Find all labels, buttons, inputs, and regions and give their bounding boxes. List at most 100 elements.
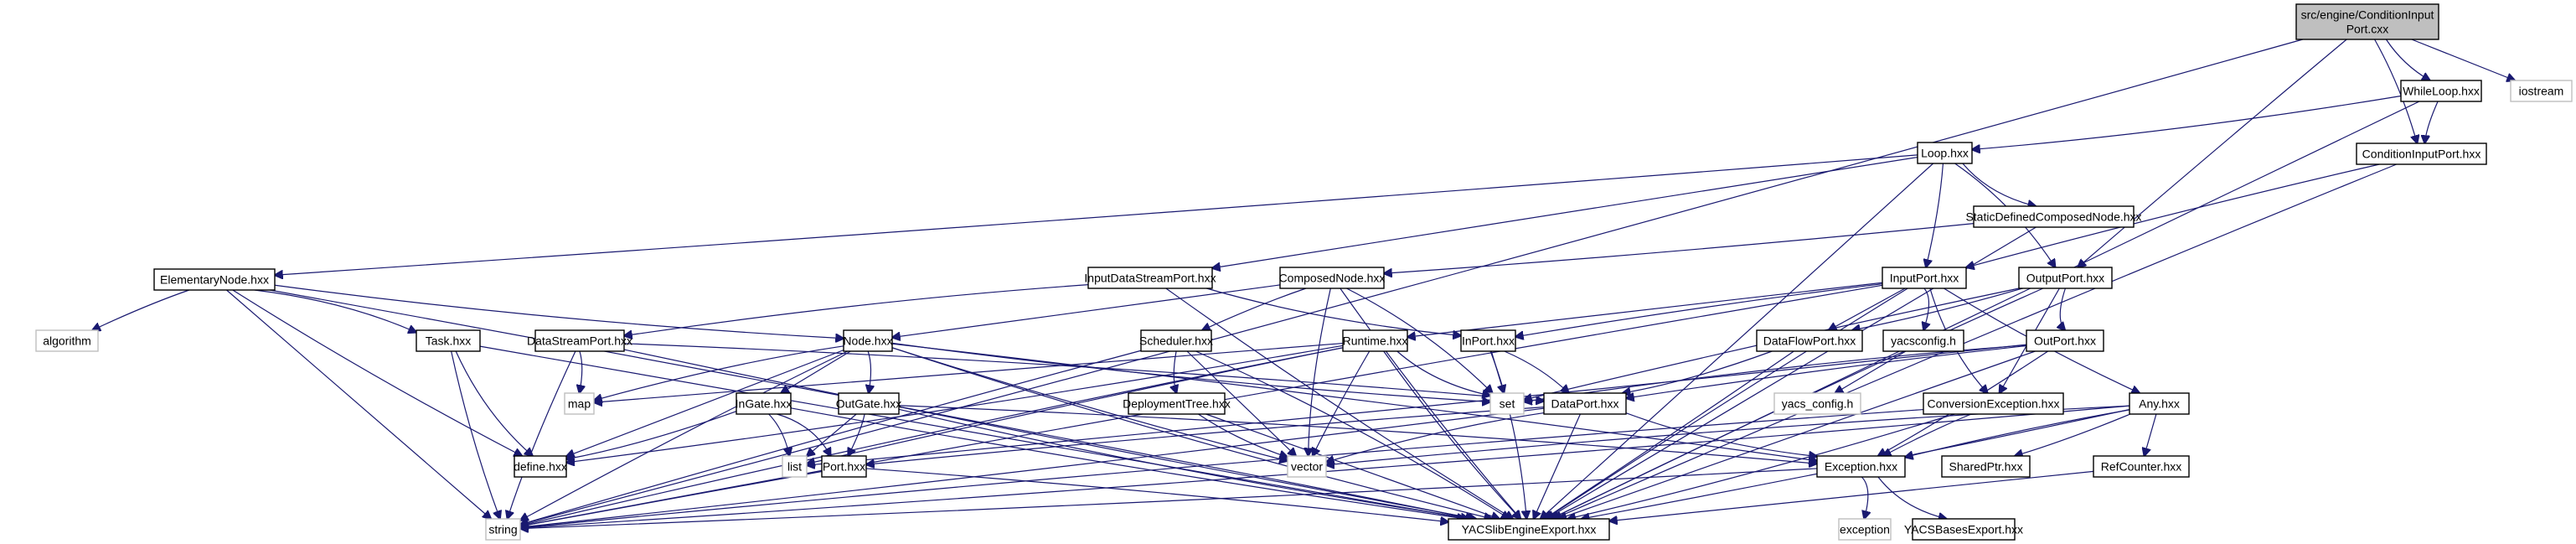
node-label: ComposedNode.hxx bbox=[1279, 272, 1386, 285]
node-Task[interactable]: Task.hxx bbox=[416, 329, 481, 352]
node-WhileLoop[interactable]: WhileLoop.hxx bbox=[2400, 80, 2482, 102]
edge-OutPort-to-DataPort bbox=[1626, 345, 2027, 399]
edge-OutPort-to-YACSlibEngineExport bbox=[1559, 350, 2036, 519]
node-ConditionInputPort[interactable]: ConditionInputPort.hxx bbox=[2356, 142, 2487, 165]
nodes: src/engine/ConditionInputPort.cxxWhileLo… bbox=[35, 3, 2573, 541]
node-box bbox=[2129, 392, 2190, 415]
node-exception: exception bbox=[1838, 518, 1892, 541]
edge-Loop-to-InputDataStreamPort bbox=[1212, 157, 1918, 268]
node-box bbox=[1140, 329, 1212, 352]
node-label: define.hxx bbox=[514, 460, 567, 474]
edge-Port-to-YACSlibEngineExport bbox=[865, 468, 1448, 522]
node-box bbox=[736, 392, 792, 415]
node-root[interactable]: src/engine/ConditionInputPort.cxx bbox=[2295, 3, 2439, 40]
edge-Runtime-to-map bbox=[594, 342, 1344, 403]
node-DataPort[interactable]: DataPort.hxx bbox=[1543, 392, 1627, 415]
node-string: string bbox=[485, 518, 521, 541]
node-yacsconfig[interactable]: yacsconfig.h bbox=[1882, 329, 1964, 352]
edge-ConversionException-to-string bbox=[520, 408, 1924, 528]
node-YACSBasesExport[interactable]: YACSBasesExport.hxx bbox=[1904, 518, 2023, 541]
edge-Exception-to-string bbox=[520, 468, 1818, 529]
node-Exception[interactable]: Exception.hxx bbox=[1816, 455, 1906, 478]
node-ComposedNode[interactable]: ComposedNode.hxx bbox=[1279, 267, 1386, 289]
edge-InPort-to-DataPort bbox=[1504, 350, 1569, 393]
edge-OutputPort-to-OutPort bbox=[2060, 288, 2065, 330]
node-DataStreamPort[interactable]: DataStreamPort.hxx bbox=[527, 329, 632, 352]
edge-Node-to-Exception bbox=[891, 343, 1817, 461]
edge-ElementaryNode-to-algorithm bbox=[92, 289, 190, 330]
node-OutGate[interactable]: OutGate.hxx bbox=[836, 392, 902, 415]
node-yacs_config: yacs_config.h bbox=[1773, 392, 1861, 415]
node-box bbox=[1882, 329, 1964, 352]
edge-DataPort-to-Port bbox=[866, 407, 1545, 465]
edge-WhileLoop-to-ConditionInputPort bbox=[2424, 101, 2439, 143]
node-define[interactable]: define.hxx bbox=[514, 455, 567, 478]
edge-ConversionException-to-Exception bbox=[1883, 413, 1972, 456]
edge-InputDataStreamPort-to-YACSlibEngineExport bbox=[1165, 288, 1513, 519]
edge-Exception-to-exception bbox=[1861, 476, 1868, 519]
edge-InputPort-to-YACSlibEngineExport bbox=[1546, 288, 1908, 519]
node-StaticDefinedComposedNode[interactable]: StaticDefinedComposedNode.hxx bbox=[1965, 205, 2142, 228]
node-InputDataStreamPort[interactable]: InputDataStreamPort.hxx bbox=[1084, 267, 1216, 289]
node-set: set bbox=[1489, 392, 1525, 415]
node-vector: vector bbox=[1287, 455, 1327, 478]
node-label: WhileLoop.hxx bbox=[2403, 85, 2480, 98]
node-label: DataPort.hxx bbox=[1551, 397, 1619, 411]
edge-InGate-to-Port bbox=[777, 413, 831, 456]
node-InPort[interactable]: InPort.hxx bbox=[1460, 329, 1516, 352]
node-ElementaryNode[interactable]: ElementaryNode.hxx bbox=[153, 268, 276, 291]
edge-ConditionInputPort-to-InputPort bbox=[1966, 163, 2380, 267]
edge-DataPort-to-vector bbox=[1326, 412, 1545, 463]
node-label: list bbox=[787, 460, 802, 474]
node-label: OutPort.hxx bbox=[2034, 334, 2096, 348]
node-label: RefCounter.hxx bbox=[2101, 460, 2182, 474]
edge-OutGate-to-Exception bbox=[898, 405, 1817, 464]
node-label: YACSBasesExport.hxx bbox=[1904, 523, 2023, 536]
edge-InGate-to-define bbox=[566, 411, 737, 459]
node-Scheduler[interactable]: Scheduler.hxx bbox=[1139, 329, 1213, 352]
edge-Node-to-YACSlibEngineExport bbox=[891, 347, 1492, 519]
edge-InputDataStreamPort-to-DataStreamPort bbox=[624, 284, 1089, 336]
node-box bbox=[1342, 329, 1408, 352]
node-InputPort[interactable]: InputPort.hxx bbox=[1882, 267, 1967, 289]
node-OutPort[interactable]: OutPort.hxx bbox=[2026, 329, 2104, 352]
node-label: Exception.hxx bbox=[1825, 460, 1897, 474]
node-DataFlowPort[interactable]: DataFlowPort.hxx bbox=[1756, 329, 1863, 352]
node-label: Task.hxx bbox=[426, 334, 471, 348]
node-box bbox=[2018, 267, 2113, 289]
node-SharedPtr[interactable]: SharedPtr.hxx bbox=[1941, 455, 2031, 478]
edge-ComposedNode-to-set bbox=[1346, 288, 1492, 393]
edge-Any-to-RefCounter bbox=[2145, 413, 2157, 456]
node-label: StaticDefinedComposedNode.hxx bbox=[1965, 210, 2141, 224]
edge-Node-to-string bbox=[520, 350, 849, 521]
node-DeploymentTree[interactable]: DeploymentTree.hxx bbox=[1123, 392, 1231, 415]
node-Node[interactable]: Node.hxx bbox=[843, 329, 893, 352]
node-iostream: iostream bbox=[2510, 80, 2573, 102]
edge-ElementaryNode-to-Task bbox=[254, 289, 416, 333]
node-RefCounter[interactable]: RefCounter.hxx bbox=[2093, 455, 2190, 478]
edge-Runtime-to-set bbox=[1396, 350, 1490, 396]
node-box bbox=[514, 455, 567, 478]
node-label: yacs_config.h bbox=[1782, 397, 1854, 411]
node-ConversionException[interactable]: ConversionException.hxx bbox=[1923, 392, 2064, 415]
node-Port[interactable]: Port.hxx bbox=[821, 455, 867, 478]
node-box bbox=[782, 455, 808, 478]
node-label: Port.hxx bbox=[823, 460, 865, 474]
node-Any[interactable]: Any.hxx bbox=[2129, 392, 2190, 415]
node-box bbox=[1087, 267, 1213, 289]
node-YACSlibEngineExport[interactable]: YACSlibEngineExport.hxx bbox=[1448, 518, 1610, 541]
edge-root-to-ConditionInputPort bbox=[2374, 39, 2418, 143]
node-label: iostream bbox=[2519, 85, 2564, 98]
node-label: Loop.hxx bbox=[1921, 147, 1969, 160]
edge-DataStreamPort-to-map bbox=[580, 350, 582, 393]
node-box bbox=[1917, 142, 1973, 164]
node-Loop[interactable]: Loop.hxx bbox=[1917, 142, 1973, 164]
node-box bbox=[2510, 80, 2573, 102]
node-label: Scheduler.hxx bbox=[1139, 334, 1213, 348]
edge-WhileLoop-to-Loop bbox=[1972, 95, 2402, 149]
node-Runtime[interactable]: Runtime.hxx bbox=[1342, 329, 1408, 352]
edge-Scheduler-to-DeploymentTree bbox=[1174, 350, 1176, 393]
edge-ComposedNode-to-Scheduler bbox=[1202, 288, 1307, 330]
node-OutputPort[interactable]: OutputPort.hxx bbox=[2018, 267, 2113, 289]
node-InGate[interactable]: InGate.hxx bbox=[736, 392, 792, 415]
